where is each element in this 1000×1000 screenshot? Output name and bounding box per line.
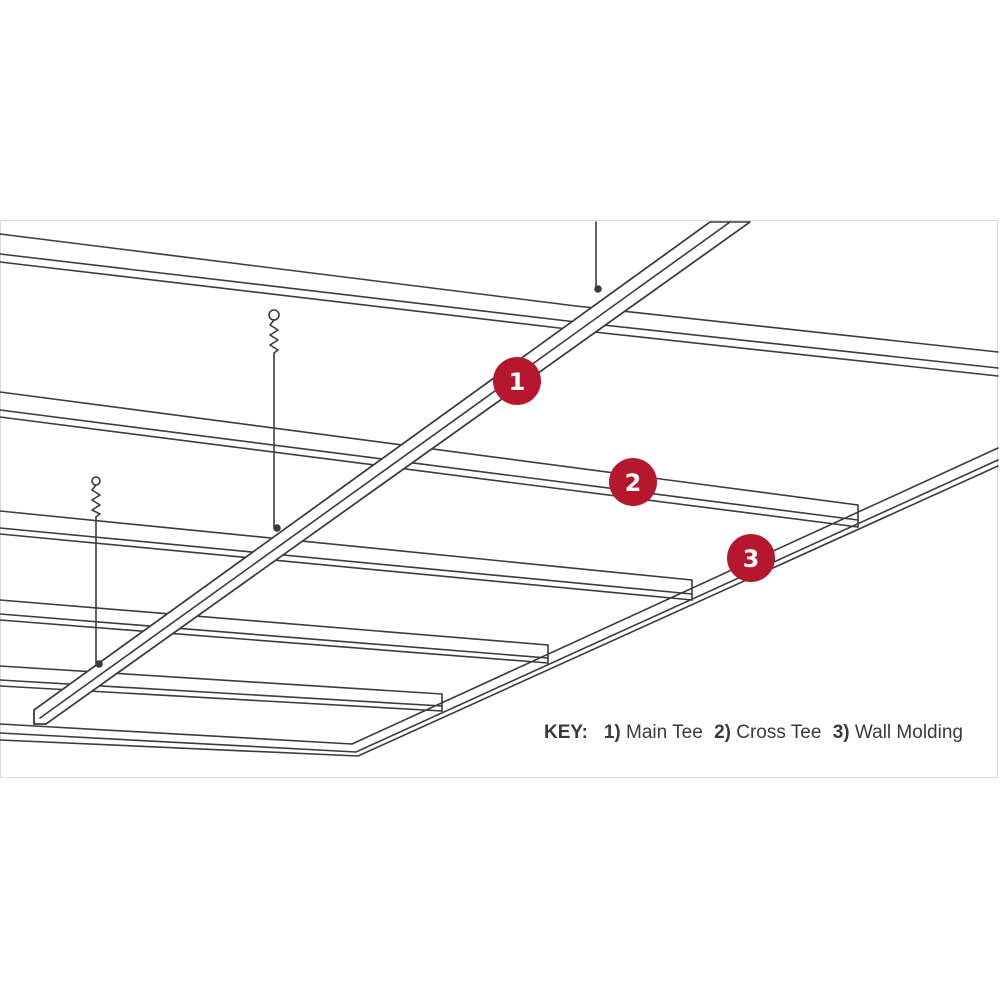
marker-2: 2 xyxy=(609,458,657,506)
cross-tee-lower xyxy=(0,599,549,664)
key-item-2-num: 2) xyxy=(714,722,731,743)
cross-tee-back xyxy=(0,233,999,377)
hanger-wire-2 xyxy=(268,309,281,532)
key-item-3-text: Wall Molding xyxy=(854,722,963,743)
marker-1: 1 xyxy=(493,357,541,405)
main-tee xyxy=(33,221,751,725)
marker-3: 3 xyxy=(727,534,775,582)
cross-tee-middle xyxy=(0,510,693,601)
cross-tee xyxy=(0,391,859,528)
key-item-1-text: Main Tee xyxy=(626,722,703,743)
marker-3-label: 3 xyxy=(743,545,760,573)
hanger-wire-3 xyxy=(91,476,103,668)
key-item-3-num: 3) xyxy=(832,722,850,743)
hanger-wire-1 xyxy=(594,221,602,293)
marker-1-label: 1 xyxy=(509,368,526,396)
diagram-key: KEY: 1) Main Tee 2) Cross Tee 3) Wall Mo… xyxy=(544,722,969,744)
key-item-1-num: 1) xyxy=(603,722,621,743)
key-title: KEY: xyxy=(544,722,588,743)
marker-2-label: 2 xyxy=(625,469,642,497)
wall-molding xyxy=(0,447,999,757)
diagram-frame xyxy=(0,220,998,778)
key-item-2-text: Cross Tee xyxy=(736,722,822,743)
